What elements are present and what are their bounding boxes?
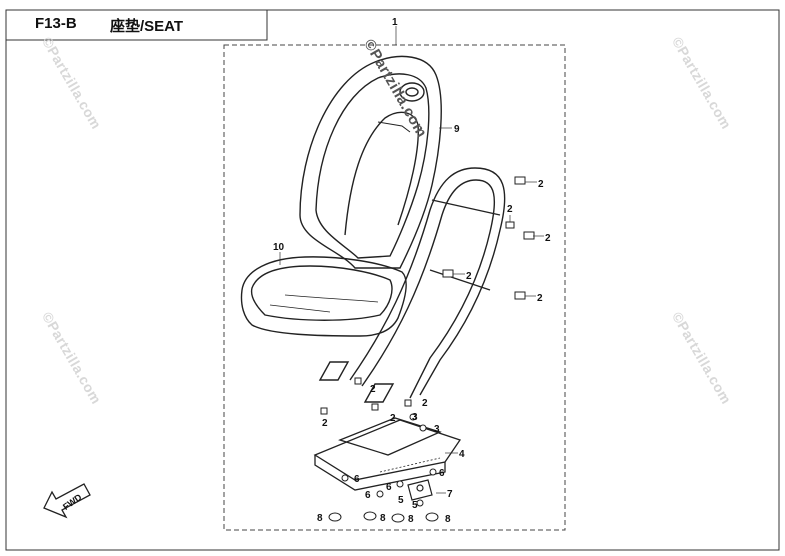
callout-4: 4 <box>459 449 465 460</box>
callout-8: 8 <box>317 513 323 524</box>
seat-frame <box>318 167 506 403</box>
diagram-code: F13-B <box>35 15 77 32</box>
assembly-dashed-box <box>223 44 566 531</box>
outer-border <box>5 9 780 551</box>
callout-9: 9 <box>454 124 460 135</box>
callout-2: 2 <box>390 413 396 424</box>
callout-3: 3 <box>412 412 418 423</box>
callout-2: 2 <box>466 271 472 282</box>
callout-2: 2 <box>370 384 376 395</box>
callout-8: 8 <box>408 514 414 525</box>
callout-2: 2 <box>507 204 513 215</box>
bracket <box>407 479 433 501</box>
callout-10: 10 <box>273 242 285 253</box>
seat-back <box>299 55 442 269</box>
fwd-arrow-icon <box>43 483 91 519</box>
callout-2: 2 <box>422 398 428 409</box>
callout-6: 6 <box>354 474 360 485</box>
callout-2: 2 <box>545 233 551 244</box>
seat-cushion <box>240 256 407 337</box>
callout-2: 2 <box>322 418 328 429</box>
callout-6: 6 <box>365 490 371 501</box>
callout-8: 8 <box>380 513 386 524</box>
callout-6: 6 <box>386 482 392 493</box>
callout-7: 7 <box>447 489 453 500</box>
leader-lines <box>279 26 544 494</box>
title-box-border <box>6 10 268 41</box>
mounting-plate <box>313 417 462 491</box>
diagram-title: 座垫/SEAT <box>110 18 184 35</box>
bolts <box>320 176 535 523</box>
callout-2: 2 <box>538 179 544 190</box>
callout-5: 5 <box>398 495 404 506</box>
callout-2: 2 <box>537 293 543 304</box>
callout-8: 8 <box>445 514 451 525</box>
callout-6: 6 <box>439 468 445 479</box>
callout-3: 3 <box>434 424 440 435</box>
callout-5: 5 <box>412 500 418 511</box>
callout-1: 1 <box>392 17 398 28</box>
